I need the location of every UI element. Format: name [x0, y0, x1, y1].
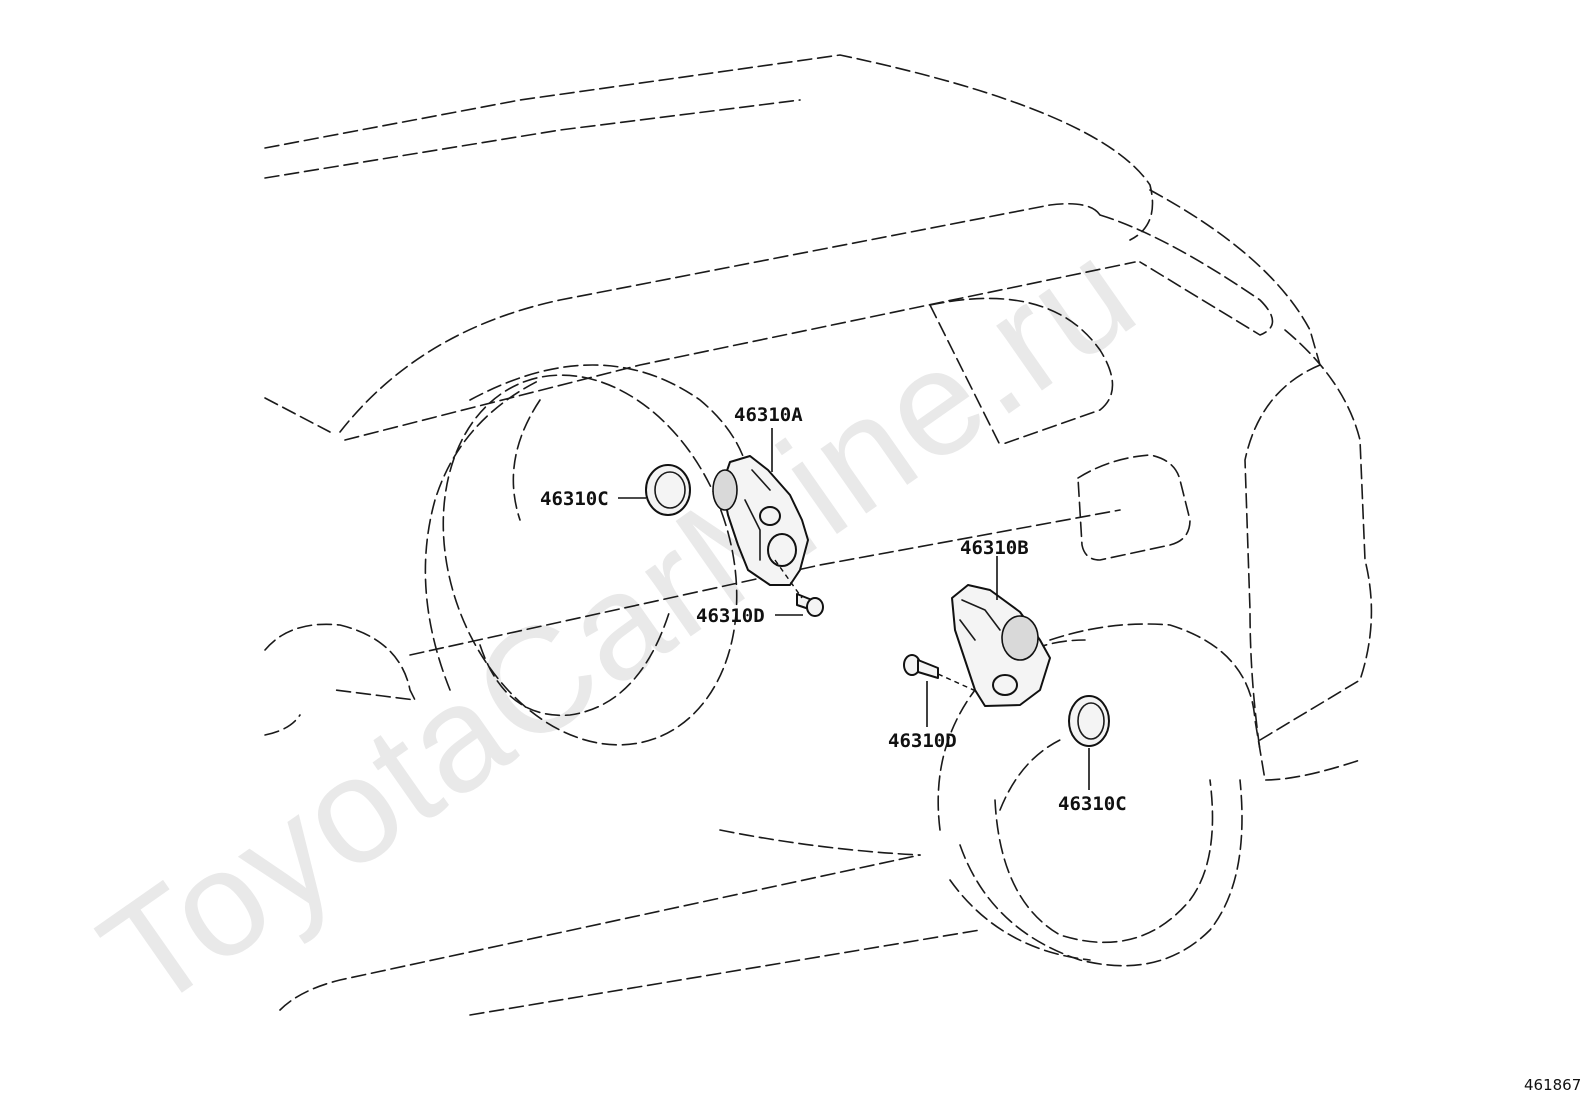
leader-lines	[618, 428, 1090, 790]
bolt-right	[903, 654, 939, 679]
grommet-left	[645, 464, 691, 516]
callout-46310a: 46310A	[734, 404, 803, 426]
actuator-46310a	[712, 455, 809, 586]
figure-number: 461867	[1524, 1076, 1581, 1094]
callout-46310d-right: 46310D	[888, 730, 957, 752]
callout-46310c-left: 46310C	[540, 488, 609, 510]
bolt-left	[796, 593, 824, 617]
callout-46310c-right: 46310C	[1058, 793, 1127, 815]
grommet-right	[1068, 695, 1110, 747]
actuator-46310b	[951, 584, 1051, 707]
callout-46310d-left: 46310D	[696, 605, 765, 627]
callout-46310b: 46310B	[960, 537, 1029, 559]
vehicle-outline	[264, 54, 1373, 1016]
